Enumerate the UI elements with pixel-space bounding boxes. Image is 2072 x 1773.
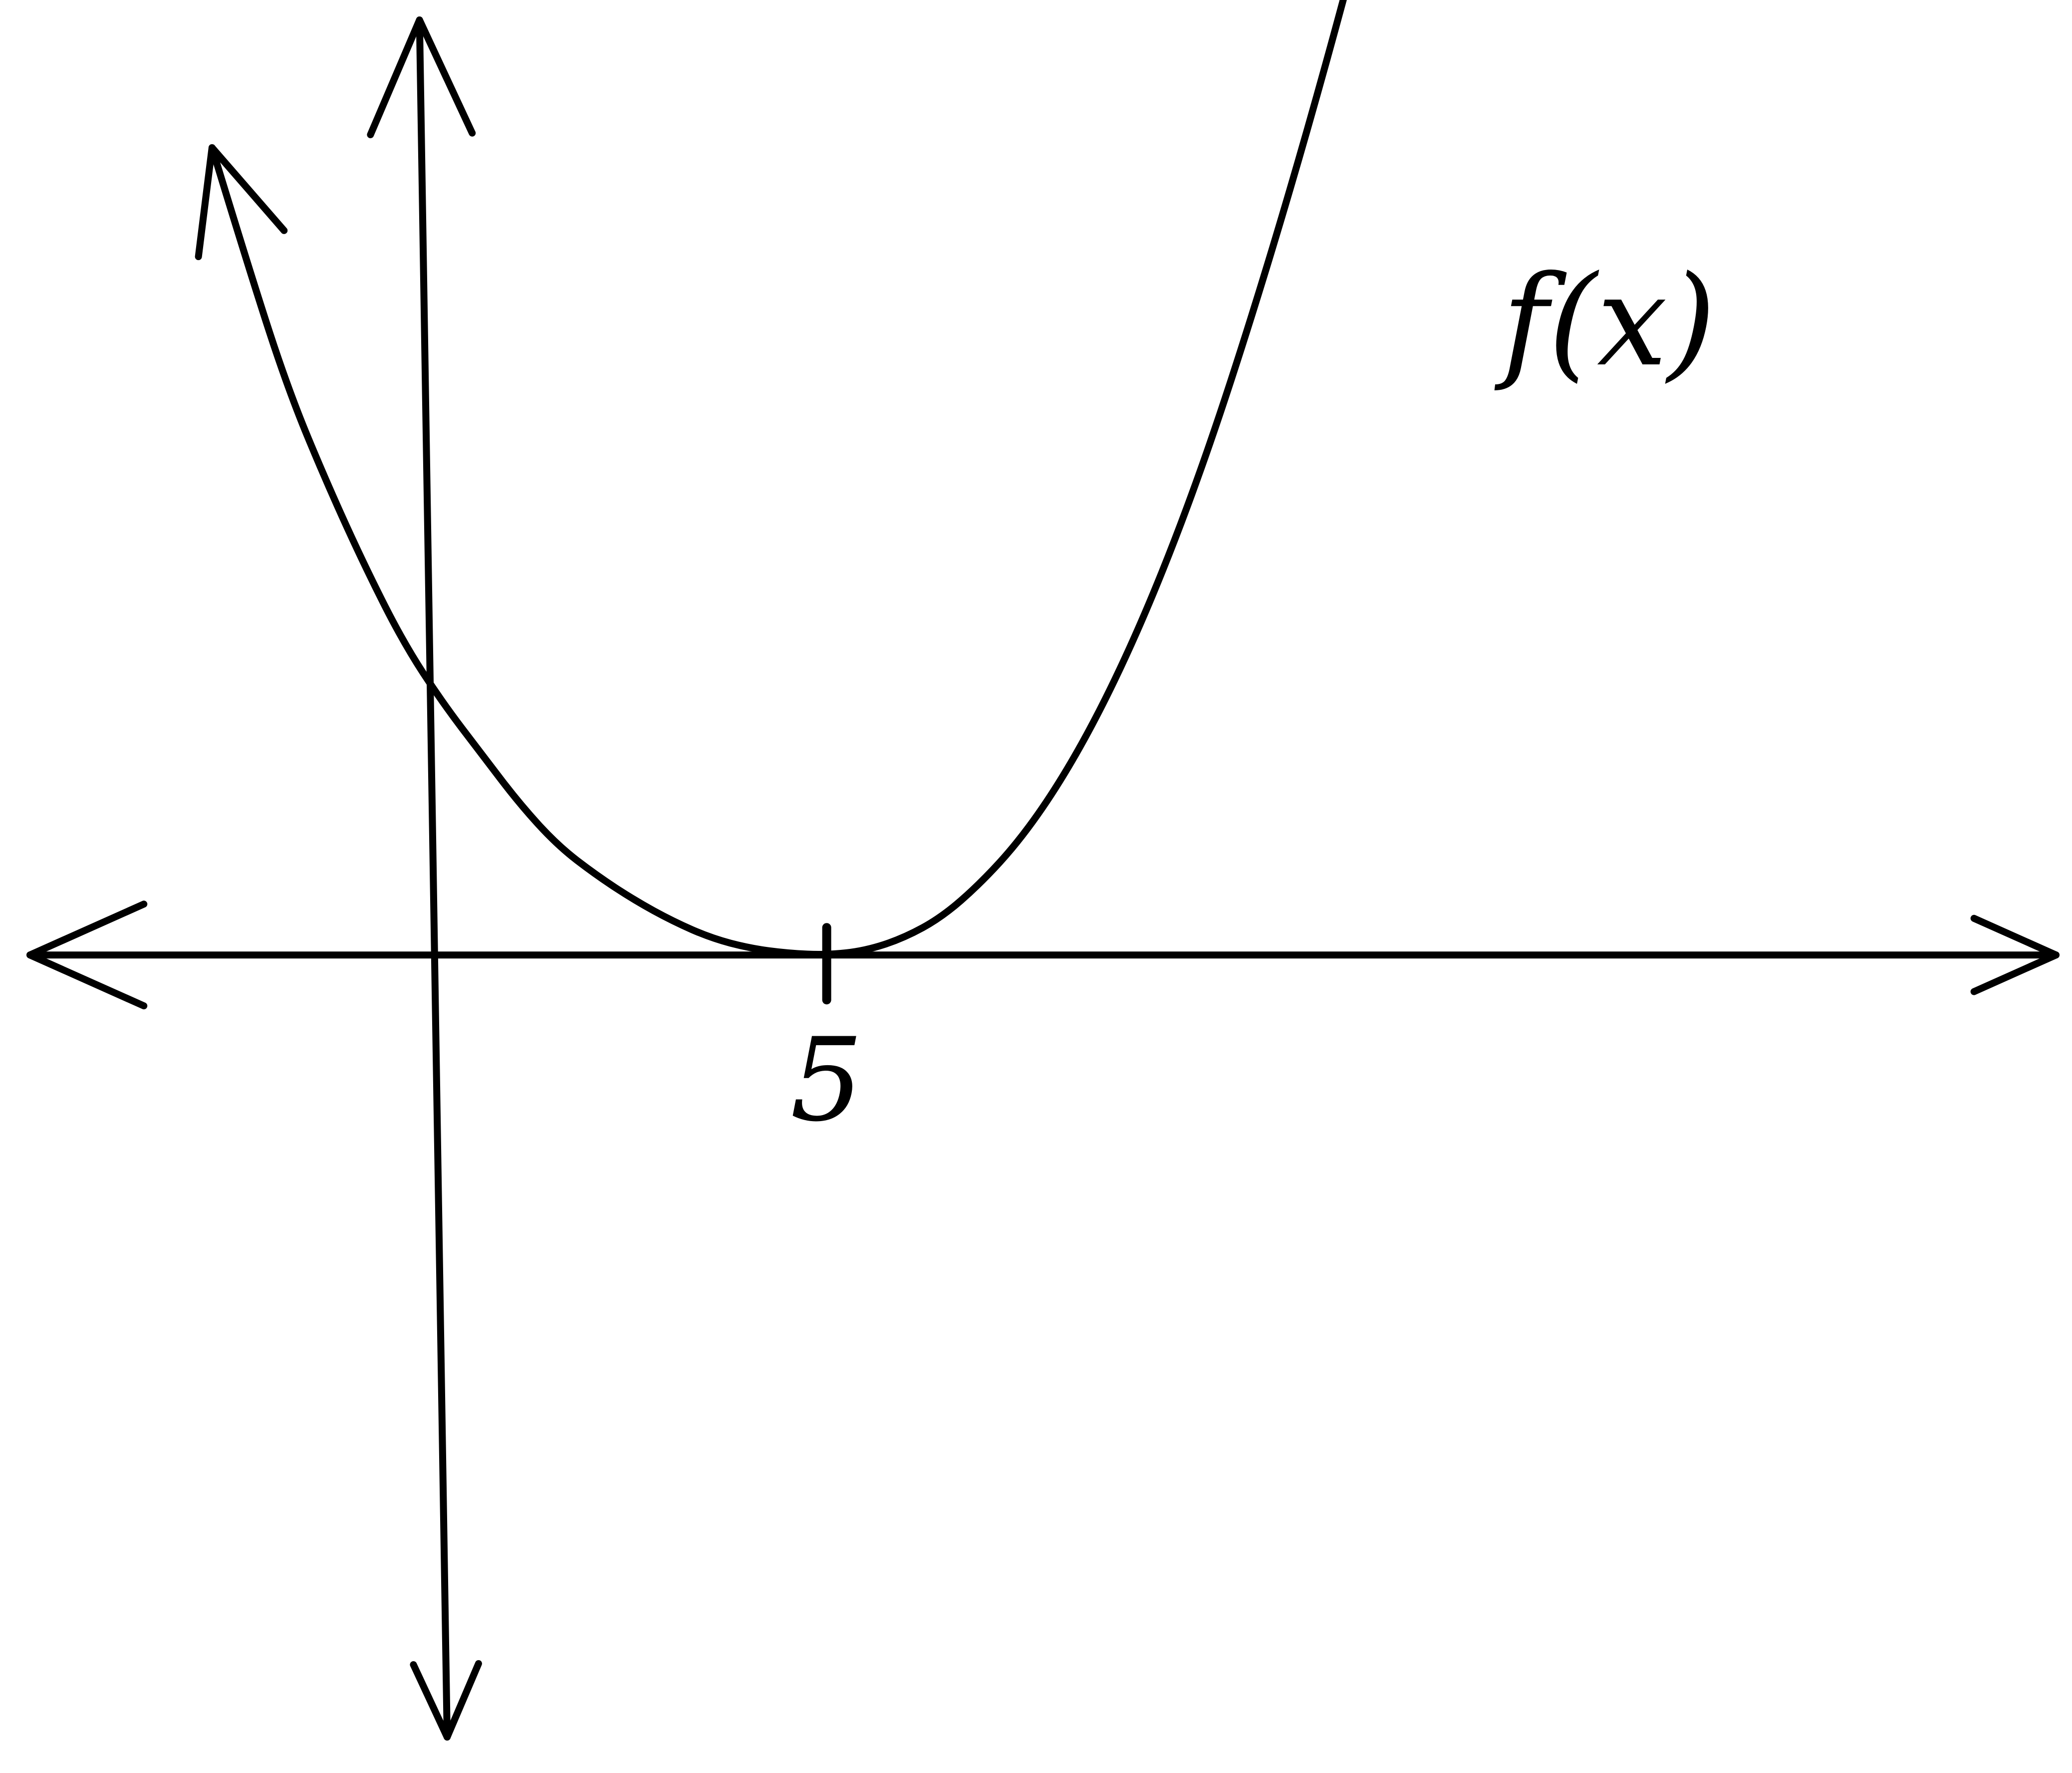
x-axis-left-arrow bbox=[26, 900, 148, 1010]
x-tick-label-5: 5 bbox=[790, 1014, 863, 1147]
function-curve bbox=[208, 0, 1347, 958]
y-axis-down-arrow bbox=[410, 1660, 482, 1741]
x-axis-right-arrow bbox=[1970, 914, 2060, 995]
label-layer: 5 f(x) bbox=[790, 249, 1716, 1147]
curve-start-arrow bbox=[195, 144, 288, 261]
curve-layer bbox=[195, 0, 1347, 958]
y-axis-line bbox=[416, 16, 451, 1741]
axes bbox=[26, 16, 2060, 1741]
y-axis-up-arrow bbox=[367, 16, 476, 138]
series-label-fx: f(x) bbox=[1494, 249, 1716, 394]
